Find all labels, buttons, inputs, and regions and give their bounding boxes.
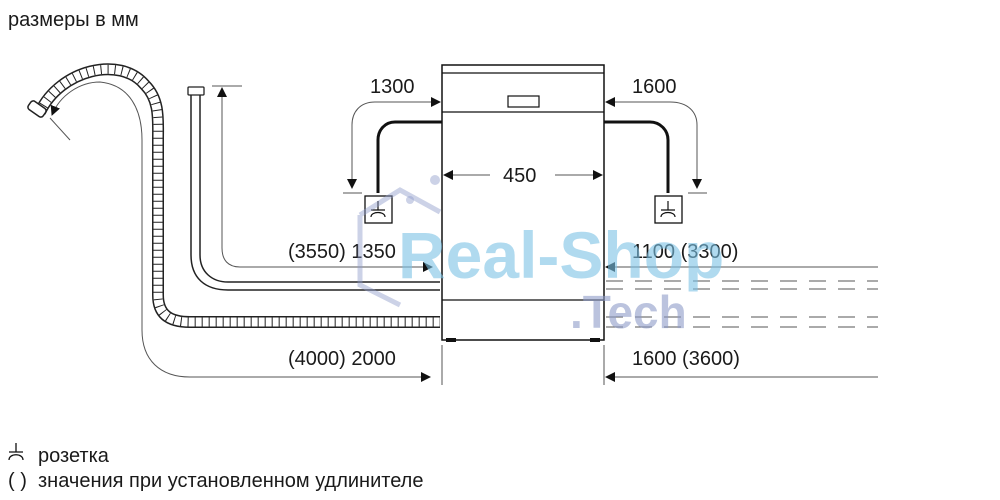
legend-extension-symbol: ( ) — [8, 470, 27, 492]
power-right-dimension: 1600 — [605, 76, 707, 194]
drain-right-label: 1600 (3600) — [632, 348, 740, 370]
power-left-label: 1300 — [370, 76, 415, 98]
units-title: размеры в мм — [8, 9, 139, 31]
power-cable-right — [604, 120, 683, 224]
socket-icon — [8, 443, 24, 461]
drain-hose — [27, 63, 440, 328]
watermark-house-icon — [357, 187, 442, 308]
legend-socket-label: розетка — [38, 445, 110, 467]
foot-left — [446, 338, 456, 342]
legend: розетка ( ) значения при установленном у… — [8, 443, 423, 492]
watermark-text: Real-Shop — [398, 218, 724, 292]
power-left-dimension: 1300 — [343, 76, 441, 194]
legend-extension: ( ) значения при установленном удлинител… — [8, 470, 423, 492]
watermark: Real-Shop .Tech — [357, 175, 724, 338]
power-right-label: 1600 — [632, 76, 677, 98]
legend-extension-label: значения при установленном удлинителе — [38, 470, 423, 492]
width-label: 450 — [503, 165, 536, 187]
watermark-subtext: .Tech — [570, 286, 687, 338]
inlet-right-label: 1100 (3300) — [632, 241, 738, 263]
inlet-hose — [187, 86, 440, 291]
inlet-right-dimension: 1100 (3300) — [605, 241, 878, 272]
inlet-dimension: (3550) 1350 — [212, 85, 433, 272]
inlet-left-label: (3550) 1350 — [288, 241, 396, 263]
drain-right-dimension: 1600 (3600) — [605, 348, 878, 382]
foot-right — [590, 338, 600, 342]
extension-dashed-hoses — [606, 280, 878, 328]
drain-hose-end — [27, 100, 47, 118]
width-dimension: 450 — [443, 165, 603, 187]
control-panel-display — [507, 95, 540, 108]
drain-left-label: (4000) 2000 — [288, 348, 396, 370]
legend-socket: розетка — [8, 443, 110, 467]
drain-dimension: (4000) 2000 — [49, 81, 431, 382]
power-cable-left — [364, 120, 442, 224]
dishwasher — [441, 64, 605, 385]
